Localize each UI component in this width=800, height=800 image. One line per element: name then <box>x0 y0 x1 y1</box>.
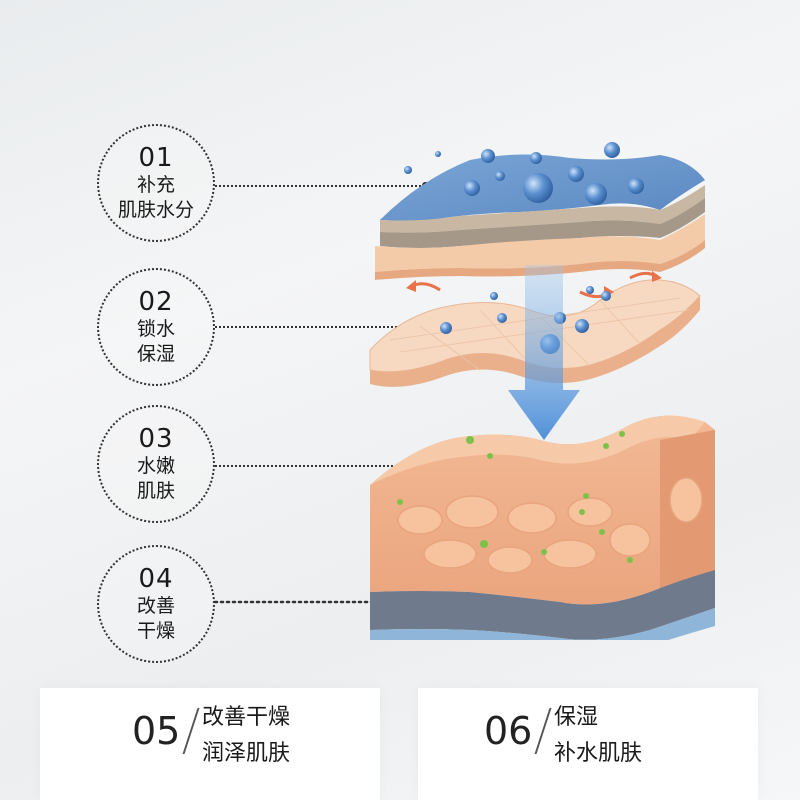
feature-line: 保湿 <box>136 343 175 365</box>
feature-circle-04: 04 改善 干燥 <box>97 545 215 663</box>
card-line-2: 润泽肌肤 <box>202 741 291 766</box>
nutrient-dot-icon <box>397 431 633 563</box>
feature-line: 肌肤水分 <box>117 199 194 221</box>
water-droplet-icon <box>404 142 644 205</box>
feature-number: 03 <box>138 424 174 454</box>
feature-line: 肌肤 <box>136 480 175 502</box>
benefit-card-05: 05 改善干燥 润泽肌肤 <box>40 688 380 800</box>
card-number: 05 <box>132 709 181 753</box>
feature-line: 干燥 <box>136 620 175 642</box>
feature-circle-03: 03 水嫩 肌肤 <box>97 405 215 523</box>
feature-line: 补充 <box>136 174 175 196</box>
dermis-block <box>370 415 715 640</box>
down-arrow-icon <box>508 265 580 440</box>
feature-circle-02: 02 锁水 保湿 <box>97 268 215 386</box>
card-line-1: 保湿 <box>554 705 599 730</box>
connector-line <box>215 465 417 467</box>
feature-circle-01: 01 补充 肌肤水分 <box>97 124 215 242</box>
feature-line: 水嫩 <box>136 455 175 477</box>
feature-number: 02 <box>138 287 174 317</box>
connector-line <box>215 326 413 328</box>
card-number: 06 <box>484 709 533 753</box>
feature-line: 锁水 <box>136 318 175 340</box>
benefit-card-06: 06 保湿 补水肌肤 <box>418 688 758 800</box>
feature-number: 04 <box>138 564 174 594</box>
connector-line <box>215 185 425 187</box>
feature-number: 01 <box>138 143 174 173</box>
card-divider <box>534 708 552 754</box>
card-line-1: 改善干燥 <box>202 705 291 730</box>
card-divider <box>182 708 200 754</box>
skin-layers-illustration <box>369 142 715 640</box>
feature-line: 改善 <box>136 595 175 617</box>
card-line-2: 补水肌肤 <box>554 741 643 766</box>
